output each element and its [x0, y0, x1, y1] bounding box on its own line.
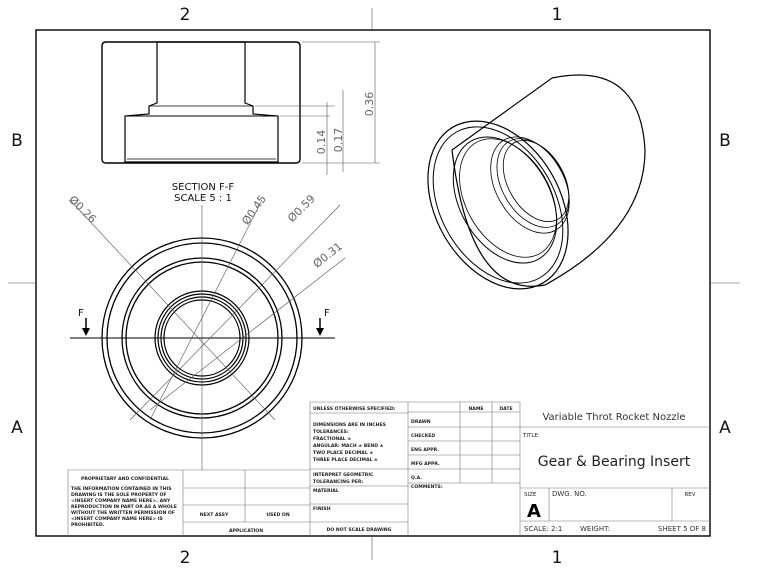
cut-label-left: F: [78, 308, 84, 319]
zone-label: 1: [552, 5, 563, 25]
front-view: [69, 199, 346, 470]
zone-label: A: [719, 418, 731, 438]
dimension-step: 0.17: [332, 128, 345, 153]
proprietary-text: WITHOUT THE WRITTEN PERMISSION OF: [71, 510, 175, 516]
next-assy-label: NEXT ASSY: [200, 512, 229, 518]
section-label: SECTION F-F: [172, 182, 235, 193]
zone-label: 1: [552, 548, 563, 568]
dimension-diameter: Ø0.45: [239, 193, 269, 228]
proprietary-text: PROHIBITED.: [71, 522, 105, 528]
spec-line: ANGULAR: MACH ± BEND ±: [313, 443, 384, 449]
dimension-diameter: Ø0.26: [66, 193, 99, 226]
title-block: [67, 401, 710, 536]
dimension-counterbore: 0.14: [315, 130, 328, 155]
project-name: Variable Throt Rocket Nozzle: [542, 412, 685, 423]
zone-label: 2: [180, 5, 191, 25]
sheet-size: A: [527, 501, 541, 522]
isometric-view: [427, 74, 646, 290]
application-label: APPLICATION: [229, 528, 263, 534]
row-comments: COMMENTS:: [411, 484, 443, 490]
interpret-label: INTERPRET GEOMETRIC: [313, 472, 374, 478]
used-on-label: USED ON: [266, 512, 289, 518]
do-not-scale-label: DO NOT SCALE DRAWING: [327, 527, 392, 533]
section-scale: SCALE 5 : 1: [174, 193, 232, 204]
spec-line: DIMENSIONS ARE IN INCHES: [313, 422, 386, 428]
zone-label: B: [11, 131, 23, 151]
row-checked: CHECKED: [411, 433, 435, 439]
proprietary-text: <INSERT COMPANY NAME HERE> IS: [71, 516, 163, 522]
dwg-no-label: DWG. NO.: [552, 490, 587, 498]
size-label: SIZE: [524, 492, 537, 498]
cut-label-right: F: [324, 308, 330, 319]
dimension-diameter: Ø0.59: [285, 192, 318, 225]
proprietary-text: DRAWING IS THE SOLE PROPERTY OF: [71, 492, 167, 498]
interpret-label: TOLERANCING PER:: [313, 479, 363, 485]
zone-label: 2: [180, 548, 191, 568]
spec-line: TWO PLACE DECIMAL ±: [313, 450, 373, 456]
spec-line: TOLERANCES:: [313, 429, 349, 435]
sheet-number: SHEET 5 OF 8: [658, 525, 706, 533]
rev-label: REV: [684, 492, 695, 498]
zone-label: B: [719, 131, 731, 151]
drawing-title: Gear & Bearing Insert: [538, 454, 691, 470]
spec-line: THREE PLACE DECIMAL ±: [313, 457, 378, 463]
weight-label: WEIGHT:: [580, 525, 610, 533]
dimension-height: 0.36: [363, 92, 376, 117]
name-header: NAME: [468, 406, 483, 412]
proprietary-text: THE INFORMATION CONTAINED IN THIS: [71, 486, 172, 492]
dimension-diameter: Ø0.31: [311, 240, 345, 271]
scale-label: SCALE: 2:1: [524, 525, 562, 533]
row-drawn: DRAWN: [411, 419, 431, 425]
proprietary-text: <INSERT COMPANY NAME HERE>. ANY: [71, 498, 171, 504]
row-eng-appr: ENG APPR.: [411, 447, 439, 453]
title-label: TITLE:: [522, 433, 540, 439]
unless-specified-label: UNLESS OTHERWISE SPECIFIED:: [313, 406, 396, 412]
finish-label: FINISH: [313, 506, 331, 512]
zone-label: A: [11, 418, 23, 438]
material-label: MATERIAL: [313, 488, 339, 494]
date-header: DATE: [499, 406, 512, 412]
row-mfg-appr: MFG APPR.: [411, 461, 440, 467]
proprietary-text: REPRODUCTION IN PART OR AS A WHOLE: [71, 504, 177, 510]
spec-line: FRACTIONAL ±: [313, 436, 351, 442]
section-view: 0.36 0.17 0.14: [101, 41, 380, 175]
row-qa: Q.A.: [411, 475, 422, 481]
proprietary-title: PROPRIETARY AND CONFIDENTIAL: [81, 476, 169, 482]
